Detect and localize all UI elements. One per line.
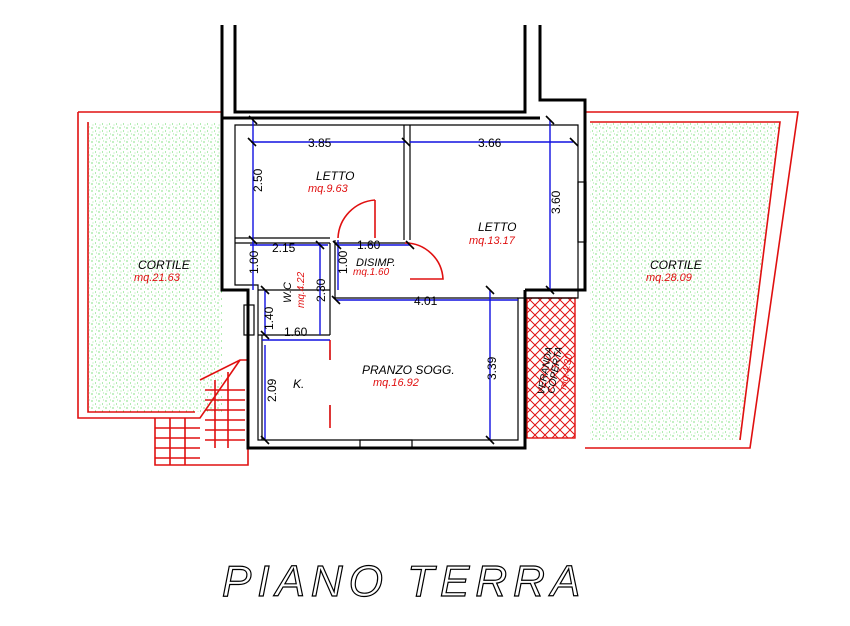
room-letto-1-name: LETTO: [316, 169, 354, 183]
dim-385: 3.85: [308, 136, 332, 150]
dim-209: 2.09: [265, 378, 279, 402]
cortile-right-name: CORTILE: [650, 258, 703, 272]
room-disimp-area: mq.1.60: [353, 267, 390, 278]
dimension-lines: [250, 120, 573, 440]
room-wc-name: W.C: [282, 282, 294, 303]
dim-230: 2.30: [314, 278, 328, 302]
cortile-right-area: [585, 111, 799, 449]
dim-100-left: 1.00: [247, 250, 261, 274]
room-letto-1-area: mq.9.63: [308, 183, 349, 195]
dim-401: 4.01: [414, 294, 438, 308]
dim-250: 2.50: [251, 168, 265, 192]
room-kitchen-name: K.: [293, 377, 304, 391]
cortile-right-area-label: mq.28.09: [646, 272, 692, 284]
dim-140: 1.40: [262, 306, 276, 330]
building-walls: [220, 25, 587, 450]
external-stairs: [154, 359, 249, 466]
dim-360: 3.60: [549, 190, 563, 214]
room-pranzo-area: mq.16.92: [373, 377, 419, 389]
dimension-ticks: [247, 115, 579, 445]
cortile-left-area: [77, 111, 241, 419]
dim-366: 3.66: [478, 136, 502, 150]
door-swings: [329, 199, 444, 428]
cortile-left-area-label: mq.21.63: [134, 272, 181, 284]
plan-title: PIANO TERRA: [222, 557, 586, 606]
dim-215: 2.15: [272, 241, 296, 255]
dim-100-mid: 1.00: [336, 250, 350, 274]
room-disimp-name: DISIMP.: [356, 257, 396, 269]
dim-339: 3.39: [485, 356, 499, 380]
room-letto-2-name: LETTO: [478, 220, 516, 234]
dim-160-bottom: 1.60: [284, 325, 308, 339]
room-letto-2-area: mq.13.17: [469, 235, 516, 247]
dim-160-top: 1.60: [357, 238, 381, 252]
room-wc-area: mq.4.22: [296, 271, 307, 308]
cortile-left-name: CORTILE: [138, 258, 191, 272]
windows: [243, 181, 587, 449]
room-pranzo-name: PRANZO SOGG.: [362, 363, 455, 377]
